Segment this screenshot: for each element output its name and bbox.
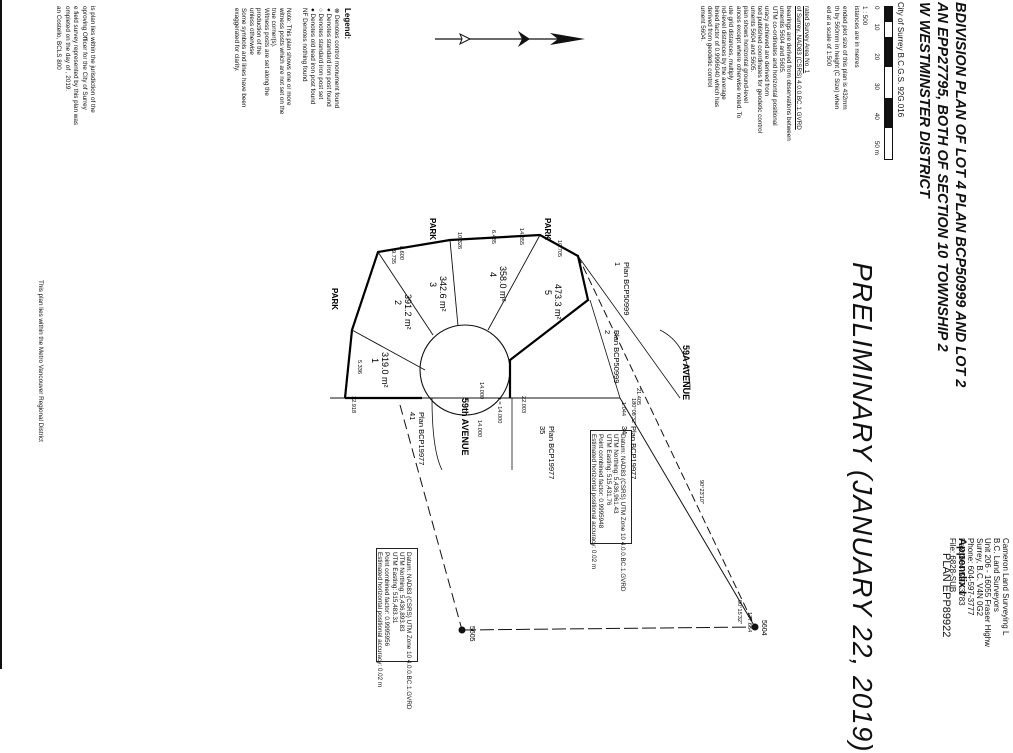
scale-bar xyxy=(884,6,893,160)
dimension-d4: 22.003 xyxy=(520,396,526,413)
dimension-d7: 10.705 xyxy=(556,240,562,257)
sheet-border xyxy=(0,0,2,669)
dimension-d3: 1.044 xyxy=(620,402,626,416)
dimension-d5: 12.918 xyxy=(350,396,356,413)
lot-number: 1 xyxy=(370,358,380,363)
street-59-avenue: 59th AVENUE xyxy=(460,398,470,456)
dimension-d6: r = 14.000 xyxy=(496,398,502,423)
bottom-boundary-line xyxy=(461,626,756,631)
lot-34-line xyxy=(619,397,756,628)
lot-5-label: 5473.3 m² xyxy=(543,284,563,320)
dimension-d18: 14.000 xyxy=(476,420,482,437)
lot-1-label: 1319.0 m² xyxy=(370,352,390,388)
park-label-2: PARK xyxy=(428,218,437,240)
lot-line-2-3 xyxy=(377,251,434,336)
dimension-d17: 90°23'10" xyxy=(698,480,704,504)
lot-2-label: 2391.2 m² xyxy=(393,294,413,330)
lot-area: 319.0 m² xyxy=(380,352,390,388)
subdivision-drawing: 1319.0 m² 2391.2 m² 3342.6 m² 4358.0 m² … xyxy=(330,218,767,642)
dimension-d16: 177.664 xyxy=(746,612,752,632)
adjacent-plan-1: 1Plan BCP50999 xyxy=(613,262,631,315)
control-box-5605 xyxy=(376,548,418,662)
59-curve xyxy=(431,397,443,471)
plan1-line xyxy=(577,255,681,399)
lot-number: 2 xyxy=(393,300,403,305)
adjacent-plan-34: 34Plan BCP19977 xyxy=(620,426,638,479)
adjacent-plan-35: 35Plan BCP19977 xyxy=(538,426,556,479)
dimension-d14: 5.336 xyxy=(356,360,362,374)
monument-5605-icon xyxy=(458,626,466,634)
dimension-d11: 8.600 xyxy=(398,246,404,260)
dimension-d9: 6.485 xyxy=(490,230,496,244)
lot-line-4-5 xyxy=(487,234,541,331)
adjacent-plan-41: 41Plan BCP19977 xyxy=(408,412,426,465)
lot-line-3-4 xyxy=(449,239,459,327)
lot-4-label: 4358.0 m² xyxy=(488,266,508,302)
north-arrow-icon xyxy=(435,31,585,47)
plan2-line xyxy=(589,299,621,399)
lot-area: 473.3 m² xyxy=(553,284,563,320)
lot-3-label: 3342.6 m² xyxy=(428,276,448,312)
lot-area: 391.2 m² xyxy=(403,294,413,330)
park-label-3: PARK xyxy=(330,288,339,310)
lot-area: 358.0 m² xyxy=(498,266,508,302)
lot-number: 3 xyxy=(428,282,438,287)
park-label-1: PARK xyxy=(543,218,552,240)
monument-5605-label: 5605 xyxy=(468,626,475,642)
left-boundary-line xyxy=(399,404,463,631)
monument-5604-label: 5604 xyxy=(760,620,767,636)
dimension-d2: 180°08'32" xyxy=(630,398,636,425)
street-59a-avenue: 59A AVENUE xyxy=(681,345,691,400)
lot-area: 342.6 m² xyxy=(438,276,448,312)
dimension-d1: 21.405 xyxy=(635,388,641,405)
right-boundary-line xyxy=(577,255,756,628)
control-box-5604 xyxy=(590,430,632,544)
lot-number: 5 xyxy=(543,290,553,295)
monument-5604-icon xyxy=(751,623,759,631)
lot-line-1-2 xyxy=(351,329,426,371)
adjacent-plan-2: 2Plan BCP50999 xyxy=(603,330,621,383)
59a-curve xyxy=(659,329,691,391)
dimension-d13: 14.000 xyxy=(478,382,484,399)
dimension-d15: 90°15'32" xyxy=(736,600,742,624)
dimension-d10: 10.326 xyxy=(456,232,462,249)
dimension-d12: 9.735 xyxy=(390,250,396,264)
dimension-d8: 14.855 xyxy=(518,228,524,245)
lot-number: 4 xyxy=(488,272,498,277)
